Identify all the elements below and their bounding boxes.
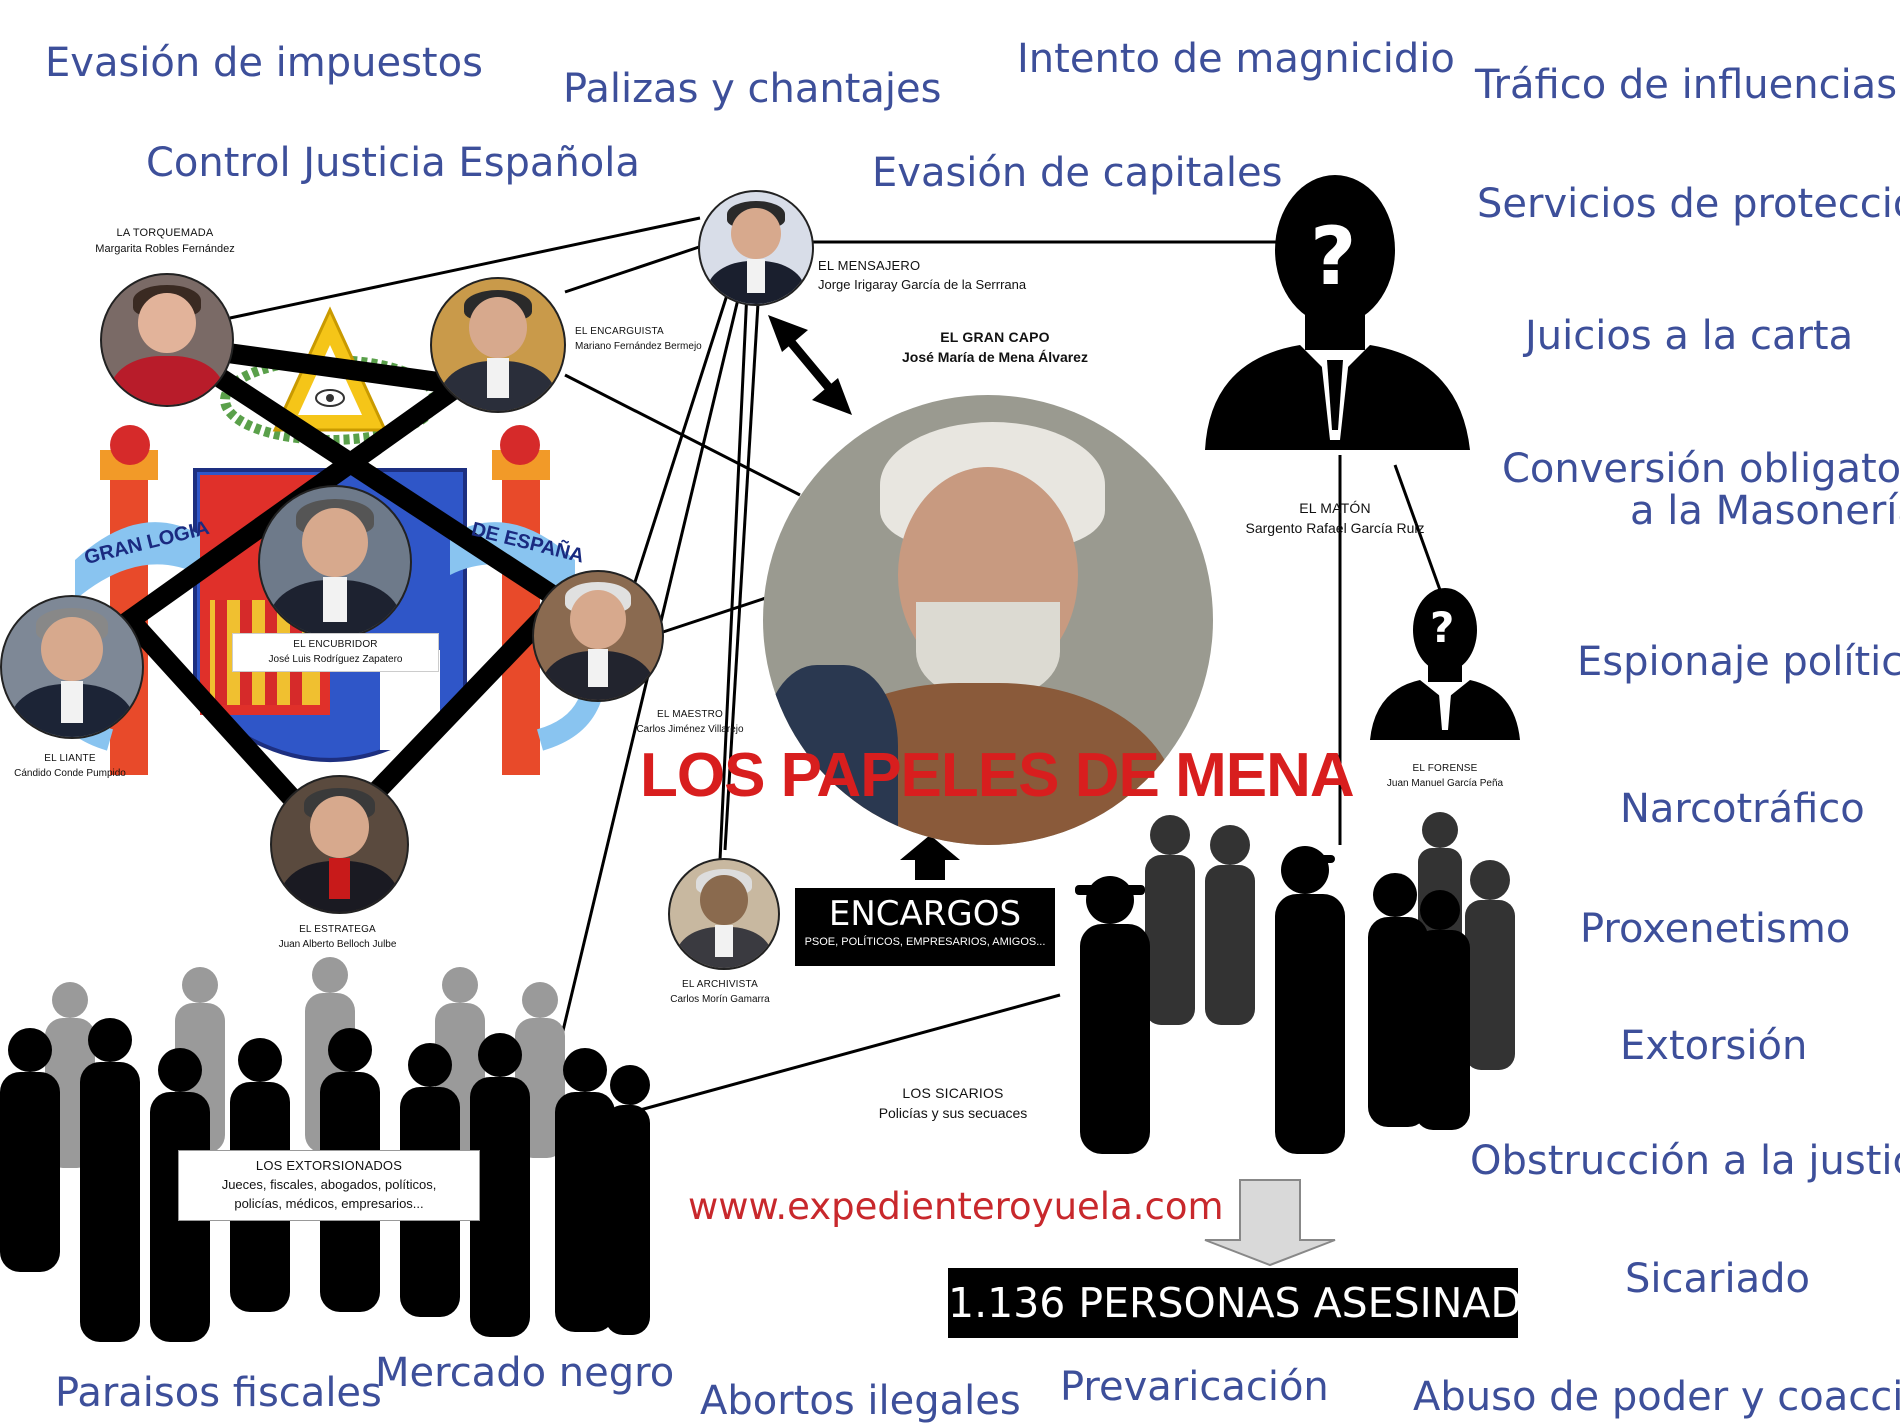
crime-proxenetismo: Proxenetismo [1580,906,1851,952]
label-mensajero: EL MENSAJERO Jorge Irigaray García de la… [818,257,1026,295]
role-sicarios: LOS SICARIOS [902,1085,1004,1101]
label-liante: EL LIANTE Cándido Conde Pumpido [5,752,135,781]
role-torquemada: LA TORQUEMADA [116,227,214,239]
crime-obstruccion-justicia: Obstrucción a la justicia [1470,1138,1900,1184]
name-encarguista: Mariano Fernández Bermejo [575,340,702,352]
encargos-box: ENCARGOS PSOE, POLÍTICOS, EMPRESARIOS, A… [795,888,1055,966]
crime-espionaje-politico: Espionaje político [1577,639,1900,685]
label-maton: EL MATÓN Sargento Rafael García Ruiz [1230,498,1440,539]
role-maton: EL MATÓN [1299,500,1371,516]
label-gran-capo: EL GRAN CAPO José María de Mena Álvarez [880,327,1110,368]
question-mark-icon: ? [1310,210,1357,303]
arrow-down-icon [1204,1179,1336,1267]
crime-intento-magnicidio: Intento de magnicidio [1017,36,1455,82]
crime-conversion-obligatoria: Conversión obligatoria [1502,446,1900,492]
portrait-estratega [270,775,409,914]
role-maestro: EL MAESTRO [656,709,724,720]
role-forense: EL FORENSE [1412,763,1478,774]
pentagram-icon [115,335,576,855]
crime-servicios-proteccion: Servicios de protección [1477,181,1900,227]
crime-control-justicia: Control Justicia Española [146,140,640,186]
portrait-liante [0,595,144,739]
label-forense: EL FORENSE Juan Manuel García Peña [1370,762,1520,791]
desc-extorsionados-1: Jueces, fiscales, abogados, políticos, [221,1176,437,1192]
name-maton: Sargento Rafael García Ruiz [1245,520,1425,537]
crime-evasion-capitales: Evasión de capitales [872,150,1283,196]
encargos-title: ENCARGOS [828,894,1022,934]
victims-count-box: 1.136 PERSONAS ASESINADAS [948,1268,1575,1338]
role-encarguista: EL ENCARGUISTA [575,326,664,337]
role-liante: EL LIANTE [44,753,96,764]
label-maestro: EL MAESTRO Carlos Jiménez Villarejo [625,708,755,737]
role-archivista: EL ARCHIVISTA [682,979,758,990]
label-estratega: EL ESTRATEGA Juan Alberto Belloch Julbe [265,923,410,952]
portrait-mensajero [698,190,814,306]
name-torquemada: Margarita Robles Fernández [95,242,235,255]
maton-silhouette [1205,175,1470,450]
crime-mercado-negro: Mercado negro [375,1350,675,1396]
website-link[interactable]: www.expedienteroyuela.com [688,1185,1224,1228]
role-mensajero: EL MENSAJERO [818,258,921,273]
role-estratega: EL ESTRATEGA [299,924,376,935]
forense-silhouette [1370,588,1520,740]
main-title: LOS PAPELES DE MENA [640,741,1355,810]
name-sicarios: Policías y sus secuaces [878,1105,1028,1122]
role-gran-capo: EL GRAN CAPO [940,329,1050,345]
sicarios-silhouettes [1075,812,1515,1154]
encargos-subtitle: PSOE, POLÍTICOS, EMPRESARIOS, AMIGOS... [804,936,1046,948]
name-mensajero: Jorge Irigaray García de la Serrrana [818,276,1027,292]
crime-palizas-chantajes: Palizas y chantajes [563,66,942,112]
crime-abuso-poder: Abuso de poder y coacción [1413,1374,1900,1420]
name-maestro: Carlos Jiménez Villarejo [636,723,744,735]
label-torquemada: LA TORQUEMADA Margarita Robles Fernández [85,226,245,258]
label-encubridor: EL ENCUBRIDOR José Luis Rodríguez Zapate… [232,633,439,672]
name-archivista: Carlos Morín Gamarra [670,993,770,1005]
crime-extorsion: Extorsión [1620,1023,1808,1069]
role-extorsionados: LOS EXTORSIONADOS [255,1158,403,1173]
portrait-archivista [668,858,780,970]
portrait-gran-capo [763,395,1213,845]
crime-paraisos-fiscales: Paraisos fiscales [55,1370,382,1416]
label-encarguista: EL ENCARGUISTA Mariano Fernández Bermejo [575,325,702,354]
name-encubridor: José Luis Rodríguez Zapatero [268,653,403,665]
portrait-encarguista [430,277,566,413]
crime-juicios-carta: Juicios a la carta [1525,313,1854,359]
portrait-encubridor [258,485,412,639]
portrait-torquemada [100,273,234,407]
name-liante: Cándido Conde Pumpido [14,767,126,779]
arrow-up-icon [900,835,960,880]
label-extorsionados: LOS EXTORSIONADOS Jueces, fiscales, abog… [178,1150,480,1221]
question-mark-icon: ? [1430,603,1455,652]
crime-masoneria: a la Masonería [1630,488,1900,534]
name-gran-capo: José María de Mena Álvarez [902,349,1088,366]
label-archivista: EL ARCHIVISTA Carlos Morín Gamarra [655,978,785,1007]
double-arrow-icon [768,315,852,415]
portrait-maestro [532,570,664,702]
crime-evasion-impuestos: Evasión de impuestos [45,40,483,86]
label-sicarios: LOS SICARIOS Policías y sus secuaces [858,1083,1048,1124]
name-estratega: Juan Alberto Belloch Julbe [278,938,397,950]
crime-prevaricacion: Prevaricación [1060,1364,1329,1410]
crime-abortos-ilegales: Abortos ilegales [700,1378,1021,1424]
crime-trafico-influencias: Tráfico de influencias [1475,62,1898,108]
crime-narcotrafico: Narcotráfico [1620,786,1865,832]
role-encubridor: EL ENCUBRIDOR [293,639,378,650]
crime-sicariado: Sicariado [1625,1256,1810,1302]
name-forense: Juan Manuel García Peña [1386,777,1504,789]
desc-extorsionados-2: policías, médicos, empresarios... [234,1195,424,1211]
